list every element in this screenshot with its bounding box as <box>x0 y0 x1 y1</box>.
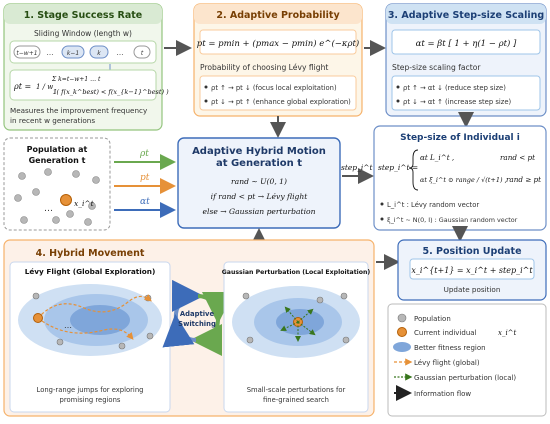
population-title-1: Population at <box>27 145 88 154</box>
gauss-title: Gaussian Perturbation (Local Exploitatio… <box>222 269 371 276</box>
levy-current-dot <box>33 313 43 323</box>
p-formula: pt = pmin + (pmax − pmin) e^(−κρt) <box>197 38 359 49</box>
rho-formula-sum: Σ k=t−w+1 … t <box>51 76 101 83</box>
population-panel: Population at Generation t … x_i^t <box>3 137 111 231</box>
legend-fitness: Better fitness region <box>414 344 486 352</box>
levy-path <box>37 294 152 319</box>
step-case-1: αt L_i^t , <box>420 153 454 162</box>
step-lhs: step_i^t = <box>378 163 418 172</box>
legend-levy: Lévy flight (global) <box>414 359 480 367</box>
switching-label-1: Adaptive <box>180 310 215 318</box>
window-cells: t−w+1 … k−1 k … t <box>13 45 151 59</box>
panel2-bullet-2: ρt ↓ → pt ↑ (enhance global exploration) <box>211 98 351 106</box>
panel-step-size-individual: Step-size of Individual i step_i^t = αt … <box>373 125 547 231</box>
legend-flow: Information flow <box>414 390 471 398</box>
window-cell-5: t <box>141 50 144 57</box>
panel1-caption-2: in recent w generations <box>10 116 95 125</box>
window-cell-2: k−1 <box>67 50 79 57</box>
window-cell-4: … <box>117 49 124 57</box>
panel3-bullet-2: ρt ↓ → αt ↑ (increase step size) <box>403 98 512 106</box>
levy-caption-1: Long-range jumps for exploring <box>37 386 144 394</box>
center-adaptive-hybrid-motion: Adaptive Hybrid Motion at Generation t r… <box>177 137 341 229</box>
signal-arrows: ρt pt αt <box>114 149 176 218</box>
alpha-formula: αt = βt [ 1 + η(1 − ρt) ] <box>416 38 517 49</box>
window-cell-0: t−w+1 <box>16 50 37 57</box>
legend-current-symbol: x_i^t <box>498 329 517 337</box>
gauss-caption-2: fine-grained search <box>263 396 329 404</box>
panel3-title: 3. Adaptive Step-size Scaling <box>388 10 544 21</box>
center-title-2: at Generation t <box>216 158 302 169</box>
step-panel-title: Step-size of Individual i <box>400 133 520 143</box>
legend-population: Population <box>414 315 451 323</box>
current-individual-dot <box>60 194 72 206</box>
update-formula: x_i^{t+1} = x_i^t + step_i^t <box>411 266 533 275</box>
step-cond-1: rand < pt <box>500 153 535 162</box>
step-bullet-2: ξ_i^t ∼ N(0, I) : Gaussian random vector <box>387 216 518 224</box>
panel1-title: 1. Stage Success Rate <box>24 10 143 21</box>
center-line-1: rand ∼ U(0, 1) <box>231 177 287 186</box>
rho-formula-body: 𝟙( f(x_k^best) < f(x_{k−1}^best) ) <box>52 88 169 96</box>
panel2-bullet-1: ρt ↑ → pt ↓ (focus local exploitation) <box>211 84 337 92</box>
levy-ellipsis: … <box>64 321 72 330</box>
center-line-3: else → Gaussian perturbation <box>203 207 316 216</box>
panel-hybrid-movement: 4. Hybrid Movement Lévy Flight (Global E… <box>3 239 375 417</box>
levy-caption-2: promising regions <box>60 396 121 404</box>
panel3-subtitle: Step-size scaling factor <box>392 63 481 72</box>
panel-adaptive-step-size: 3. Adaptive Step-size Scaling αt = βt [ … <box>385 3 547 117</box>
panel-stage-success-rate: 1. Stage Success Rate Sliding Window (le… <box>3 3 169 131</box>
window-label: Sliding Window (length w) <box>34 29 132 38</box>
step-cond-2: rand ≥ pt <box>506 175 541 184</box>
panel1-caption-1: Measures the improvement frequency <box>10 106 148 115</box>
gauss-perturbations <box>280 306 316 342</box>
levy-path-2 <box>37 317 134 340</box>
signal-alpha: αt <box>140 197 150 207</box>
panel2-subtitle: Probability of choosing Lévy flight <box>200 63 328 72</box>
levy-title: Lévy Flight (Global Exploration) <box>25 267 156 276</box>
population-ellipsis: … <box>44 204 53 214</box>
rho-formula-lhs: ρt = <box>13 82 31 91</box>
gauss-caption-1: Small-scale perturbations for <box>247 386 346 394</box>
population-title-2: Generation t <box>29 156 86 165</box>
signal-rho: ρt <box>139 149 149 159</box>
panel4-title: 4. Hybrid Movement <box>36 248 145 259</box>
step-output-label: step_i^t <box>341 163 374 172</box>
step-case-2: αt ξ_i^t ⊙ range / √(t+1) , <box>420 176 507 184</box>
levy-fitness-regions <box>18 284 162 356</box>
adaptive-switching: Adaptive Switching <box>162 279 234 356</box>
population-dots <box>14 168 100 226</box>
center-line-2: if rand < pt → Lévy flight <box>211 192 309 201</box>
legend-gauss: Gaussian perturbation (local) <box>414 374 516 382</box>
panel-adaptive-probability: 2. Adaptive Probability pt = pmin + (pma… <box>193 3 363 117</box>
legend: Population Current individual x_i^t Bett… <box>387 303 547 417</box>
legend-current: Current individual <box>414 329 477 337</box>
panel3-bullet-1: ρt ↑ → αt ↓ (reduce step size) <box>403 84 506 92</box>
panel2-title: 2. Adaptive Probability <box>216 10 340 21</box>
step-bullet-1: L_i^t : Lévy random vector <box>387 201 479 209</box>
window-cell-1: … <box>47 49 54 57</box>
panel5-title: 5. Position Update <box>422 246 521 257</box>
switching-label-2: Switching <box>178 320 216 328</box>
center-title-1: Adaptive Hybrid Motion <box>192 146 326 157</box>
current-individual-label: x_i^t <box>74 199 95 208</box>
rho-formula-frac: 1 / w <box>36 83 53 91</box>
window-cell-3: k <box>97 50 101 57</box>
signal-p: pt <box>140 173 150 183</box>
panel5-caption: Update position <box>444 285 501 294</box>
gauss-population <box>242 292 350 344</box>
panel-position-update: 5. Position Update x_i^{t+1} = x_i^t + s… <box>397 239 547 301</box>
